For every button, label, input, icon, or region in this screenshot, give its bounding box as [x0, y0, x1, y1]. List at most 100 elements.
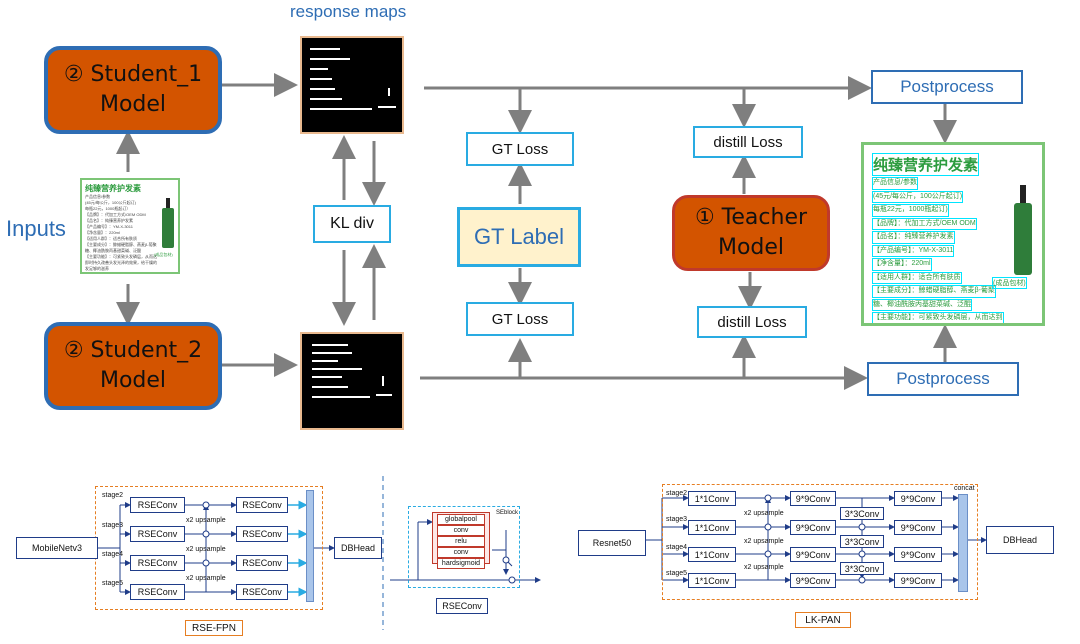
- rse-conv-left: RSEConv: [130, 497, 185, 513]
- distill-loss-bottom-box: distill Loss: [697, 306, 807, 338]
- rse-conv-right: RSEConv: [236, 497, 288, 513]
- lk-upsample-label: x2 upsample: [744, 538, 784, 545]
- lk-out-conv9x9: 9*9Conv: [894, 573, 942, 588]
- doc-text-line: 【品牌】：代加工方式/OEM ODM: [85, 212, 146, 217]
- lk-upsample-label: x2 upsample: [744, 510, 784, 517]
- lk-conv3x3: 3*3Conv: [840, 535, 884, 548]
- lk-conv1x1: 1*1Conv: [688, 520, 736, 535]
- distill-loss-top-box: distill Loss: [693, 126, 803, 158]
- output-doc-title: 纯臻营养护发素: [872, 153, 980, 176]
- rse-fpn-caption: RSE-FPN: [185, 620, 243, 636]
- rse-dbhead-box: DBHead: [334, 537, 382, 559]
- student1-line1: ② Student_1: [63, 62, 203, 87]
- teacher-line2: Model: [717, 235, 785, 260]
- gt-label-box: GT Label: [457, 207, 581, 267]
- postprocess-top-box: Postprocess: [871, 70, 1023, 104]
- doc-text-line: 【净含量】：220ml: [85, 230, 120, 235]
- bottle-image: [1014, 185, 1032, 275]
- rse-conv-left: RSEConv: [130, 526, 185, 542]
- resnet50-box: Resnet50: [578, 530, 646, 556]
- rseconv-caption: RSEConv: [436, 598, 488, 614]
- doc-text-line: 【品牌】：代加工方式/OEM ODM: [872, 217, 977, 230]
- rse-stage-label: stage5: [102, 580, 124, 587]
- doc-text-line: 发足够的滋养: [85, 266, 109, 271]
- input-doc-badge: (成品包材): [154, 252, 173, 257]
- rse-upsample-label: x2 upsample: [186, 575, 226, 582]
- output-doc-lines: 产品信息/参数(45元/每公斤，100公斤起订)每瓶22元，1000瓶起订)【品…: [872, 177, 1004, 323]
- lk-out-conv9x9: 9*9Conv: [894, 520, 942, 535]
- doc-text-line: 【品名】：纯臻营养护发素: [85, 218, 133, 223]
- input-document-image: 纯臻营养护发素 产品信息/参数(45元/每公斤，100公斤起订)每瓶22元，10…: [80, 178, 180, 274]
- doc-text-line: 【主要成分】：鲸蜡硬脂醇、燕麦β-葡聚: [85, 242, 157, 247]
- input-doc-title: 纯臻营养护发素: [85, 184, 141, 193]
- rse-conv-right: RSEConv: [236, 555, 288, 571]
- rse-conv-right: RSEConv: [236, 584, 288, 600]
- doc-text-line: 每瓶22元，1000瓶起订): [872, 204, 949, 217]
- gt-loss-top-box: GT Loss: [466, 132, 574, 166]
- rse-stage-label: stage3: [102, 522, 124, 529]
- doc-text-line: 产品信息/参数: [85, 194, 111, 199]
- response-map-2: [300, 332, 404, 430]
- seblock-container: [408, 506, 520, 588]
- lk-stage-label: stage4: [666, 544, 688, 551]
- lk-stage-label: stage3: [666, 516, 688, 523]
- concat-label: concat: [954, 485, 975, 492]
- student2-line1: ② Student_2: [63, 338, 203, 363]
- student2-model: ② Student_2 Model: [44, 322, 222, 410]
- doc-text-line: 【主要功能】：可紧致头发磷层，从而达到: [85, 254, 157, 259]
- doc-text-line: 即时持久改善头发光泽的效果，给干燥的头: [872, 326, 1007, 327]
- inputs-label: Inputs: [6, 216, 66, 241]
- se-conv: conv: [437, 547, 485, 558]
- seblock-label: SEblock: [496, 510, 519, 516]
- rse-concat-bar: [306, 490, 314, 602]
- student1-line2: Model: [99, 92, 167, 117]
- response-maps-title: response maps: [290, 2, 407, 21]
- doc-text-line: 【净含量】：220ml: [872, 258, 932, 271]
- lk-conv1x1: 1*1Conv: [688, 573, 736, 588]
- teacher-model: ① Teacher Model: [672, 195, 830, 271]
- doc-text-line: 【适用人群】：适合所有肤质: [872, 271, 962, 284]
- lk-conv9x9: 9*9Conv: [790, 491, 836, 506]
- lk-stage-label: stage5: [666, 570, 688, 577]
- doc-text-line: 【适用人群】：适合所有肤质: [85, 236, 137, 241]
- doc-text-line: (45元/每公斤，100公斤起订): [872, 190, 964, 203]
- doc-text-line: 糖、椰油酰胺丙基甜菜碱、泛醌: [85, 248, 141, 253]
- output-doc-badge: (成品包材): [992, 277, 1027, 289]
- se-globalpool: globalpool: [437, 514, 485, 525]
- input-doc-lines: 产品信息/参数(45元/每公斤，100公斤起订)每瓶22元，1000瓶起订）【品…: [85, 194, 157, 272]
- rse-stage-label: stage4: [102, 551, 124, 558]
- gt-loss-bottom-box: GT Loss: [466, 302, 574, 336]
- kl-div-box: KL div: [313, 205, 391, 243]
- doc-text-line: 产品信息/参数: [872, 177, 918, 190]
- seblock-stack: globalpool conv relu conv hardsigmoid: [432, 512, 490, 569]
- lk-conv1x1: 1*1Conv: [688, 491, 736, 506]
- doc-text-line: 【品名】：纯臻营养护发素: [872, 231, 955, 244]
- output-document-image: 纯臻营养护发素 产品信息/参数(45元/每公斤，100公斤起订)每瓶22元，10…: [861, 142, 1045, 326]
- se-relu: relu: [437, 536, 485, 547]
- rse-stage-label: stage2: [102, 492, 124, 499]
- mobilenetv3-box: MobileNetv3: [16, 537, 98, 559]
- doc-text-line: 【主要成分】：鲸蜡硬脂醇、燕麦β-葡聚: [872, 285, 996, 298]
- lk-conv3x3: 3*3Conv: [840, 562, 884, 575]
- lk-conv3x3: 3*3Conv: [840, 507, 884, 520]
- lk-out-conv9x9: 9*9Conv: [894, 491, 942, 506]
- doc-text-line: 【产品编号】：YM-X-3011: [85, 224, 133, 229]
- lk-conv1x1: 1*1Conv: [688, 547, 736, 562]
- response-map-1: [300, 36, 404, 134]
- rse-upsample-label: x2 upsample: [186, 517, 226, 524]
- se-hardsigmoid: hardsigmoid: [437, 558, 485, 569]
- doc-text-line: 糖、椰油酰胺丙基甜菜碱、泛醌: [872, 298, 972, 311]
- lk-concat-bar: [958, 494, 968, 592]
- doc-text-line: 每瓶22元，1000瓶起订）: [85, 206, 131, 211]
- rse-conv-left: RSEConv: [130, 555, 185, 571]
- bottle-image: [162, 198, 174, 248]
- rse-conv-right: RSEConv: [236, 526, 288, 542]
- lk-dbhead-box: DBHead: [986, 526, 1054, 554]
- doc-text-line: 【产品编号】：YM-X-3011: [872, 244, 955, 257]
- teacher-line1: ① Teacher: [694, 205, 808, 230]
- lk-stage-label: stage2: [666, 490, 688, 497]
- lk-conv9x9: 9*9Conv: [790, 547, 836, 562]
- rse-upsample-label: x2 upsample: [186, 546, 226, 553]
- se-conv: conv: [437, 525, 485, 536]
